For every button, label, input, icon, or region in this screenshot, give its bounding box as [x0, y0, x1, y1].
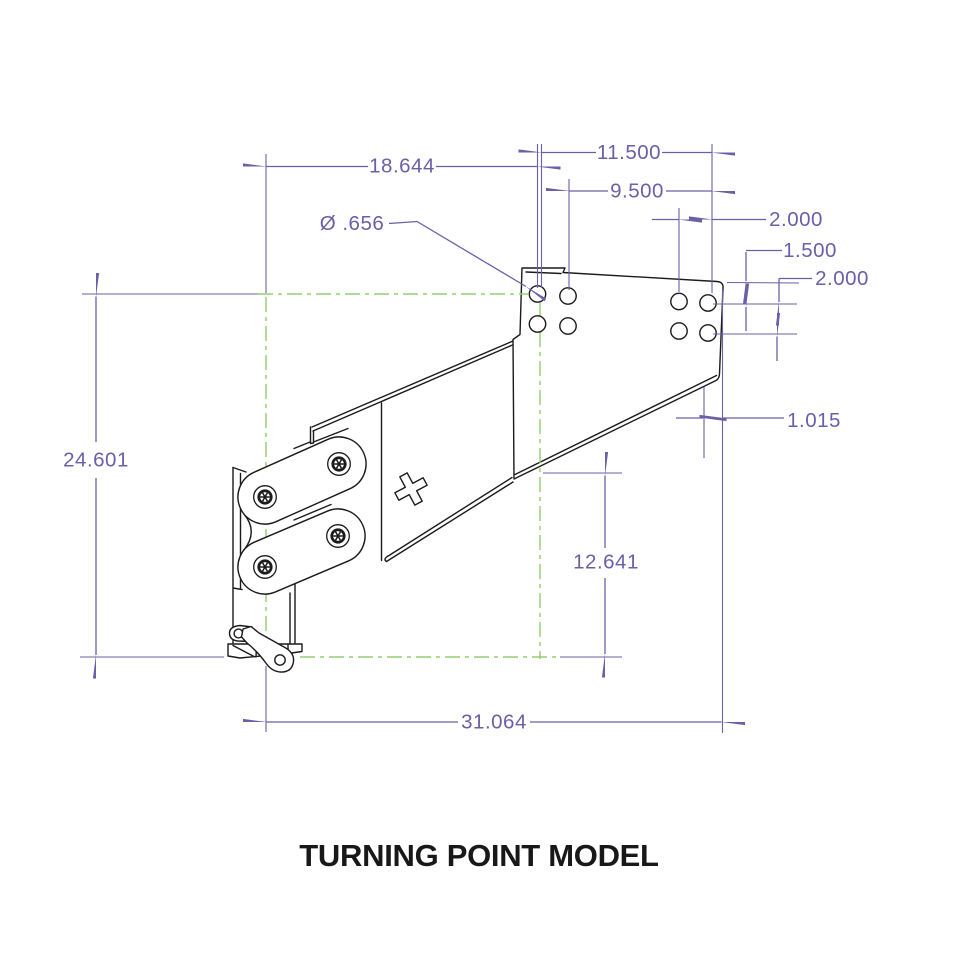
sloped-face — [293, 340, 514, 563]
linkage-arms — [237, 436, 367, 595]
dim-label-hole-spacing-right: 2.000 — [769, 208, 823, 231]
dim-label-hole-diameter: Ø .656 — [320, 212, 385, 235]
dim-label-overall-length-bottom: 31.064 — [461, 711, 527, 734]
torx-bolt-icon — [252, 484, 278, 510]
mounting-plate-outline — [512, 267, 724, 480]
diameter-leader-line — [388, 220, 526, 287]
dim-label-hole-group-width: 11.500 — [597, 141, 661, 164]
drawing-title: TURNING POINT MODEL — [299, 838, 659, 873]
dim-label-bottom-flange-offset: 1.015 — [787, 409, 841, 432]
torx-bolt-icon — [252, 554, 278, 580]
dim-label-plate-to-base-height: 12.641 — [573, 551, 639, 574]
dim-label-first-to-second-row: 2.000 — [815, 267, 869, 290]
main-plate — [512, 267, 724, 480]
torx-bolt-icon — [326, 451, 352, 477]
dim-label-top-edge-to-first-row: 1.500 — [783, 239, 837, 262]
torx-bolt-icon — [325, 523, 351, 549]
dim-label-hole-group-inner-width: 9.500 — [610, 180, 664, 203]
pivot-foot-bracket — [227, 624, 303, 673]
dim-label-overall-height-left: 24.601 — [63, 449, 129, 472]
dim-label-overall-width-top: 18.644 — [369, 155, 435, 178]
cross-cutout-icon — [394, 472, 428, 506]
dimension-annotations: 18.644 11.500 9.500 2.000 1.500 2.000 1.… — [63, 141, 869, 734]
